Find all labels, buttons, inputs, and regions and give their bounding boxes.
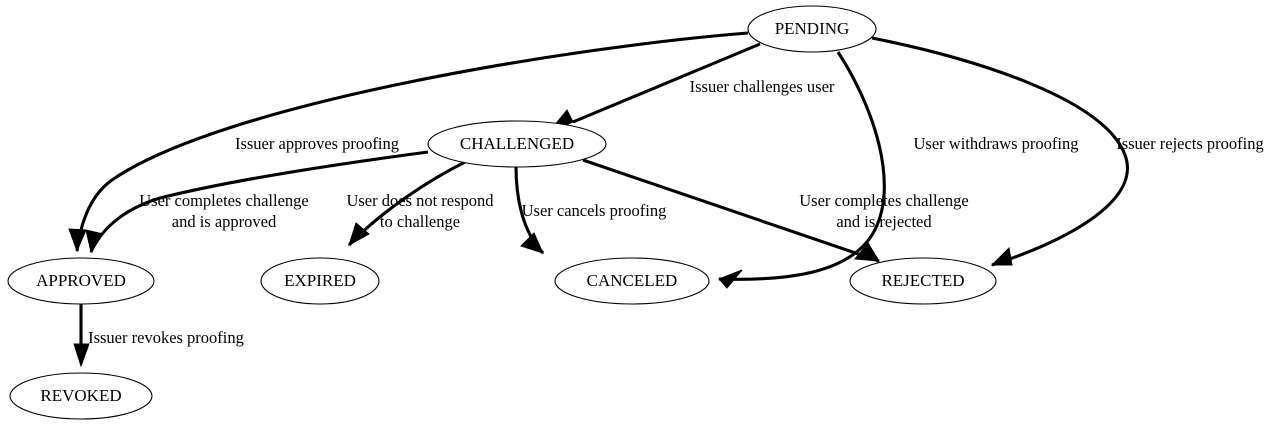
state-node-rejected[interactable]: REJECTED [849, 257, 997, 305]
edge-label-pending-challenged: Issuer challenges user [690, 77, 835, 96]
node-ellipse[interactable] [260, 257, 380, 305]
edge-challenged-expired [347, 159, 468, 247]
state-node-revoked[interactable]: REVOKED [9, 372, 153, 420]
arrowhead-icon [990, 246, 1013, 266]
arrowhead-icon [68, 228, 87, 253]
edge-label-line: Issuer revokes proofing [88, 328, 244, 347]
node-label-revoked: REVOKED [40, 386, 121, 405]
state-node-canceled[interactable]: CANCELED [554, 257, 710, 305]
node-label-pending: PENDING [775, 19, 850, 38]
edge-label-challenged-approved: User completes challenge and is approved [139, 191, 309, 231]
edge-challenged-approved [85, 150, 429, 254]
arrowhead-icon [718, 269, 743, 289]
edge-path-pending-canceled [718, 51, 886, 281]
edge-pending-approved [68, 31, 749, 253]
node-ellipse[interactable] [427, 120, 607, 168]
state-node-expired[interactable]: EXPIRED [260, 257, 380, 305]
arrowhead-icon [520, 232, 544, 254]
node-ellipse[interactable] [9, 372, 153, 420]
node-ellipse[interactable] [7, 257, 155, 305]
state-node-approved[interactable]: APPROVED [7, 257, 155, 305]
node-ellipse[interactable] [554, 257, 710, 305]
edge-label-line: and is approved [172, 212, 277, 231]
edge-label-line: User completes challenge [799, 191, 969, 210]
node-label-approved: APPROVED [36, 271, 126, 290]
edge-label-line: User does not respond [346, 191, 494, 210]
edge-path-pending-approved [75, 31, 749, 252]
edge-label-line: and is rejected [836, 212, 932, 231]
edge-label-approved-revoked: Issuer revokes proofing [88, 328, 244, 347]
edge-label-line: User withdraws proofing [914, 134, 1079, 153]
arrowhead-icon [73, 343, 90, 368]
edge-label-line: Issuer rejects proofing [1116, 134, 1264, 153]
state-node-challenged[interactable]: CHALLENGED [427, 120, 607, 168]
node-ellipse[interactable] [747, 5, 877, 53]
edge-pending-rejected [871, 36, 1129, 267]
edge-label-pending-approved: Issuer approves proofing [235, 134, 399, 153]
edge-path-pending-challenged [572, 42, 761, 124]
edge-label-pending-canceled: User withdraws proofing [914, 134, 1079, 153]
edge-path-challenged-approved [89, 150, 429, 253]
arrowhead-icon [854, 242, 880, 262]
edge-label-line: to challenge [380, 212, 460, 231]
edge-label-challenged-expired: User does not respond to challenge [346, 191, 494, 231]
edge-approved-revoked [73, 304, 90, 368]
edges-layer [68, 31, 1129, 368]
edge-label-challenged-rejected: User completes challenge and is rejected [799, 191, 969, 231]
edge-pending-canceled [718, 51, 886, 289]
nodes-layer: PENDING CHALLENGED APPROVED EXPIRED CANCELED… [7, 5, 997, 420]
state-node-pending[interactable]: PENDING [747, 5, 877, 53]
node-label-rejected: REJECTED [881, 271, 964, 290]
node-label-expired: EXPIRED [284, 271, 356, 290]
arrowhead-icon [85, 229, 104, 254]
edge-challenged-rejected [582, 158, 880, 263]
edge-label-pending-rejected: Issuer rejects proofing [1116, 134, 1264, 153]
arrowhead-icon [348, 222, 370, 247]
edge-label-line: User cancels proofing [522, 201, 667, 220]
edge-label-line: User completes challenge [139, 191, 309, 210]
edge-label-line: Issuer challenges user [690, 77, 835, 96]
edge-label-challenged-canceled: User cancels proofing [522, 201, 667, 220]
node-label-challenged: CHALLENGED [460, 134, 574, 153]
node-ellipse[interactable] [849, 257, 997, 305]
edge-label-line: Issuer approves proofing [235, 134, 399, 153]
edge-path-pending-rejected [871, 36, 1129, 267]
edge-challenged-canceled [514, 166, 545, 255]
edge-path-challenged-rejected [582, 158, 880, 263]
node-label-canceled: CANCELED [587, 271, 678, 290]
